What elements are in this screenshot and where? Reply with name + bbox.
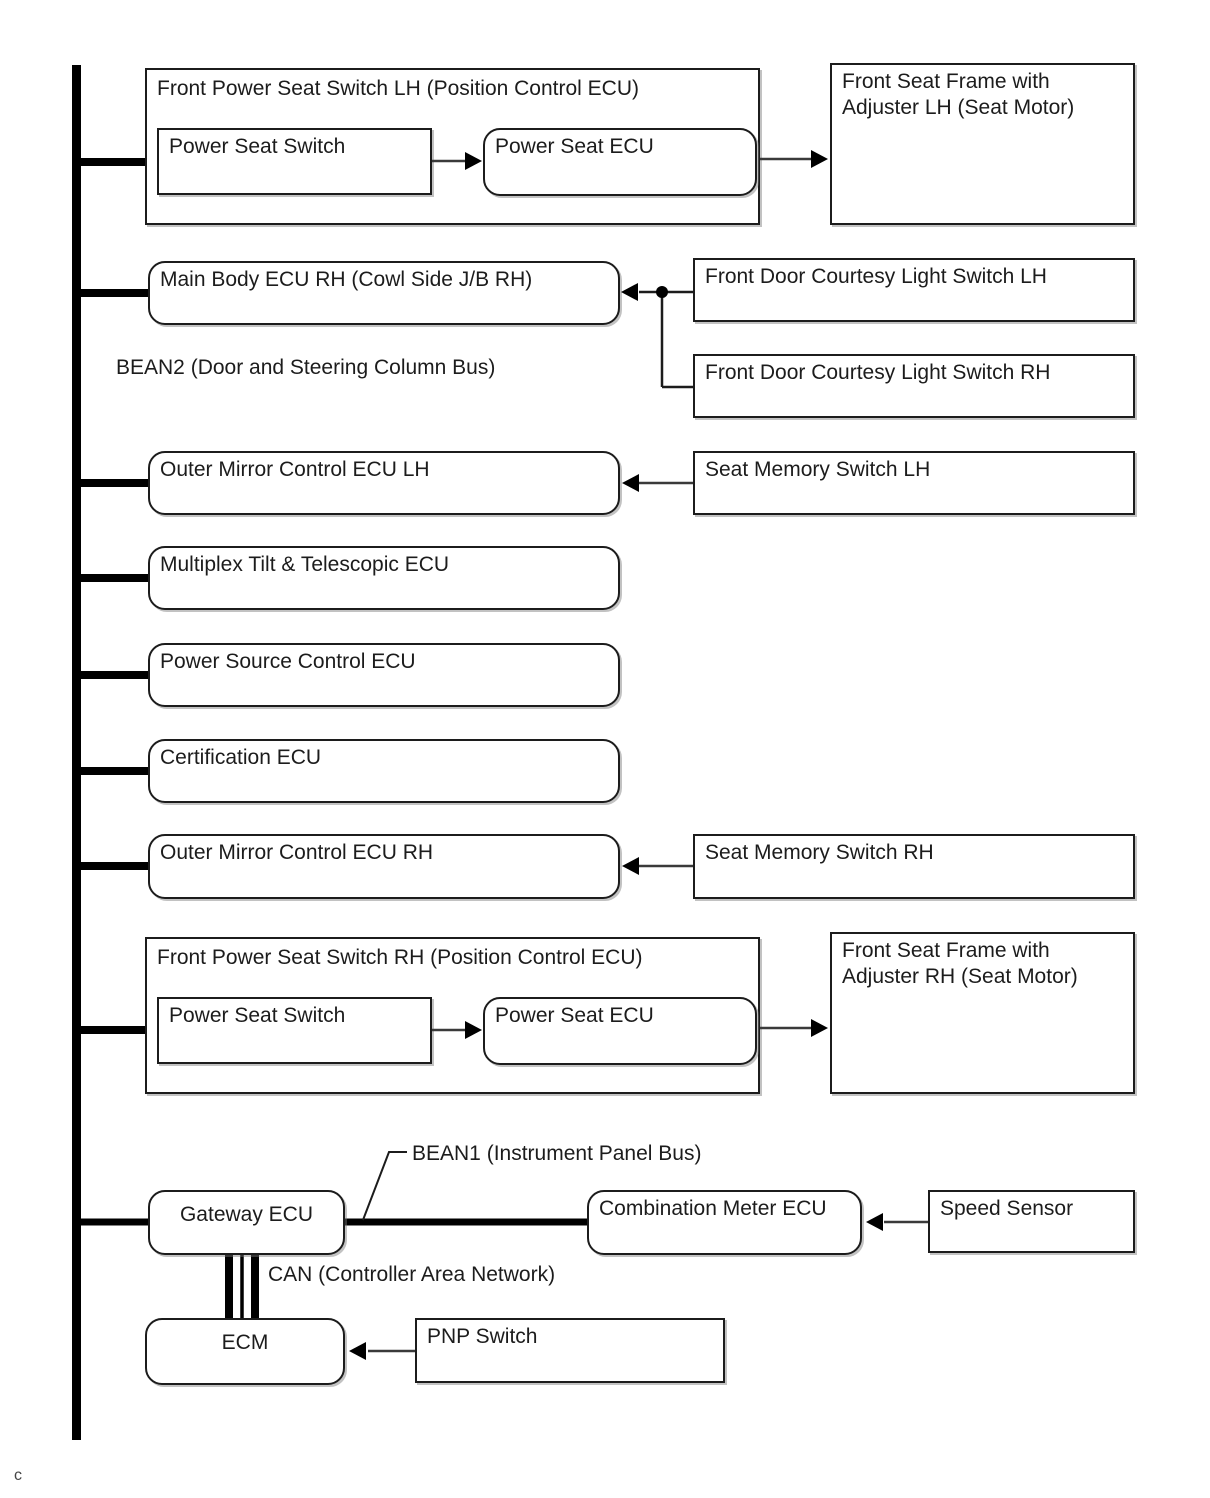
node-label: ECM (221, 1331, 269, 1354)
node-combination-meter-ecu: Combination Meter ECU (587, 1190, 862, 1255)
node-gateway-ecu: Gateway ECU (148, 1190, 345, 1255)
node-power-seat-ecu-lh: Power Seat ECU (483, 128, 757, 196)
node-label: Speed Sensor (940, 1197, 1074, 1220)
node-label: Power Source Control ECU (160, 650, 416, 673)
arrowhead-right (465, 1021, 482, 1039)
node-label: PNP Switch (427, 1325, 538, 1348)
bean1-bus-label: BEAN1 (Instrument Panel Bus) (412, 1142, 702, 1165)
node-label: Power Seat Switch (169, 1004, 346, 1027)
node-power-seat-switch-rh: Power Seat Switch (157, 997, 432, 1064)
node-label: Outer Mirror Control ECU RH (160, 841, 434, 864)
bean1-leader-line (362, 1151, 407, 1221)
node-label: Main Body ECU RH (Cowl Side J/B RH) (160, 268, 533, 291)
arrowhead-left (349, 1342, 366, 1360)
node-multiplex-tilt-telescopic-ecu: Multiplex Tilt & Telescopic ECU (148, 546, 620, 610)
node-pnp-switch: PNP Switch (415, 1318, 725, 1383)
node-label: Front Seat Frame with Adjuster LH (Seat … (842, 70, 1075, 119)
node-power-seat-ecu-rh: Power Seat ECU (483, 997, 757, 1065)
node-ecm: ECM (145, 1318, 345, 1385)
arrowhead-left (621, 283, 638, 301)
node-label: Multiplex Tilt & Telescopic ECU (160, 553, 450, 576)
node-label: Power Seat ECU (495, 1004, 654, 1027)
node-front-seat-frame-rh: Front Seat Frame with Adjuster RH (Seat … (830, 932, 1135, 1094)
node-label: Seat Memory Switch RH (705, 841, 934, 864)
node-label: Certification ECU (160, 746, 322, 769)
node-label: Power Seat Switch (169, 135, 346, 158)
node-certification-ecu: Certification ECU (148, 739, 620, 803)
node-label: Front Door Courtesy Light Switch LH (705, 265, 1047, 288)
node-outer-mirror-control-ecu-rh: Outer Mirror Control ECU RH (148, 834, 620, 899)
node-main-body-ecu-rh: Main Body ECU RH (Cowl Side J/B RH) (148, 261, 620, 325)
node-label: Combination Meter ECU (599, 1197, 827, 1220)
node-label: Front Power Seat Switch LH (Position Con… (157, 77, 640, 100)
arrowhead-left (622, 857, 639, 875)
node-label: Outer Mirror Control ECU LH (160, 458, 430, 481)
node-label: Power Seat ECU (495, 135, 654, 158)
node-label: Front Seat Frame with Adjuster RH (Seat … (842, 939, 1078, 988)
node-front-door-courtesy-light-switch-lh: Front Door Courtesy Light Switch LH (693, 258, 1135, 322)
node-label: Front Door Courtesy Light Switch RH (705, 361, 1051, 384)
bean2-bus-label: BEAN2 (Door and Steering Column Bus) (116, 356, 496, 379)
node-front-door-courtesy-light-switch-rh: Front Door Courtesy Light Switch RH (693, 354, 1135, 418)
node-label: Seat Memory Switch LH (705, 458, 931, 481)
arrowhead-right (465, 152, 482, 170)
arrowhead-right (811, 150, 828, 168)
junction-dot (656, 286, 668, 298)
arrowhead-left (622, 474, 639, 492)
node-seat-memory-switch-lh: Seat Memory Switch LH (693, 451, 1135, 515)
node-label: Gateway ECU (179, 1203, 314, 1226)
node-label: Front Power Seat Switch RH (Position Con… (157, 946, 643, 969)
node-speed-sensor: Speed Sensor (928, 1190, 1135, 1253)
node-power-seat-switch-lh: Power Seat Switch (157, 128, 432, 195)
node-outer-mirror-control-ecu-lh: Outer Mirror Control ECU LH (148, 451, 620, 515)
arrowhead-left (866, 1213, 883, 1231)
node-front-seat-frame-lh: Front Seat Frame with Adjuster LH (Seat … (830, 63, 1135, 225)
can-bus-label: CAN (Controller Area Network) (268, 1263, 556, 1286)
footer-note: c (14, 1467, 22, 1484)
arrowhead-right (811, 1019, 828, 1037)
node-seat-memory-switch-rh: Seat Memory Switch RH (693, 834, 1135, 899)
node-power-source-control-ecu: Power Source Control ECU (148, 643, 620, 707)
